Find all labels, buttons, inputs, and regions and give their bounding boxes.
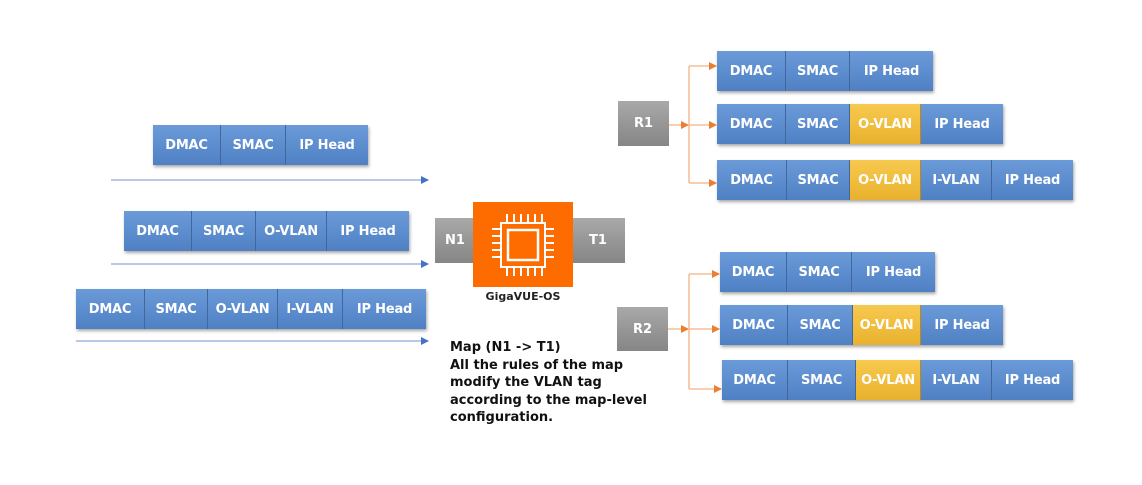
field-ip-head: IP Head <box>286 125 368 165</box>
r1-egress-packet-untagged: DMAC SMAC IP Head <box>717 51 933 91</box>
field-o-vlan: O-VLAN <box>208 289 278 329</box>
field-smac: SMAC <box>786 51 850 91</box>
field-o-vlan: O-VLAN <box>256 211 327 251</box>
field-o-vlan-modified: O-VLAN <box>853 305 921 345</box>
r1-egress-packet-single-tagged: DMAC SMAC O-VLAN IP Head <box>717 104 1003 144</box>
field-ip-head: IP Head <box>343 289 426 329</box>
field-i-vlan: I-VLAN <box>921 160 992 200</box>
network-port-n1: N1 <box>435 218 475 263</box>
ingress-packet-single-tagged: DMAC SMAC O-VLAN IP Head <box>124 211 409 251</box>
field-i-vlan: I-VLAN <box>921 360 992 400</box>
field-dmac: DMAC <box>717 160 787 200</box>
field-smac: SMAC <box>787 160 850 200</box>
note-line: modify the VLAN tag <box>450 375 602 390</box>
field-i-vlan: I-VLAN <box>278 289 343 329</box>
rule-r1: R1 <box>618 101 669 146</box>
field-smac: SMAC <box>221 125 286 165</box>
field-dmac: DMAC <box>124 211 192 251</box>
r2-egress-packet-untagged: DMAC SMAC IP Head <box>720 252 935 292</box>
ingress-packet-untagged: DMAC SMAC IP Head <box>153 125 368 165</box>
field-smac: SMAC <box>145 289 208 329</box>
r1-egress-packet-double-tagged: DMAC SMAC O-VLAN I-VLAN IP Head <box>717 160 1073 200</box>
note-line: configuration. <box>450 410 554 425</box>
note-line: according to the map-level <box>450 392 647 408</box>
field-smac: SMAC <box>786 104 850 144</box>
field-ip-head: IP Head <box>327 211 409 251</box>
note-line: All the rules of the map <box>450 357 624 373</box>
cpu-chip-icon <box>492 213 554 276</box>
map-title: Map (N1 -> T1) <box>450 340 561 355</box>
field-dmac: DMAC <box>720 252 787 292</box>
field-ip-head: IP Head <box>921 104 1003 144</box>
field-dmac: DMAC <box>153 125 221 165</box>
field-ip-head: IP Head <box>852 252 935 292</box>
rule-r2: R2 <box>617 307 668 351</box>
map-description: Map (N1 -> T1) All the rules of the map … <box>450 339 680 427</box>
field-dmac: DMAC <box>720 305 788 345</box>
field-smac: SMAC <box>788 305 853 345</box>
gigavue-device <box>473 202 573 287</box>
field-smac: SMAC <box>788 360 856 400</box>
ingress-packet-double-tagged: DMAC SMAC O-VLAN I-VLAN IP Head <box>76 289 426 329</box>
field-o-vlan-modified: O-VLAN <box>856 360 921 400</box>
r2-egress-packet-double-tagged: DMAC SMAC O-VLAN I-VLAN IP Head <box>722 360 1073 400</box>
field-smac: SMAC <box>192 211 256 251</box>
field-o-vlan-modified: O-VLAN <box>850 104 921 144</box>
r2-egress-packet-single-tagged: DMAC SMAC O-VLAN IP Head <box>720 305 1003 345</box>
field-o-vlan-modified: O-VLAN <box>850 160 921 200</box>
field-ip-head: IP Head <box>921 305 1003 345</box>
field-ip-head: IP Head <box>850 51 933 91</box>
field-dmac: DMAC <box>722 360 788 400</box>
field-dmac: DMAC <box>717 104 786 144</box>
field-ip-head: IP Head <box>992 160 1073 200</box>
field-dmac: DMAC <box>76 289 145 329</box>
field-smac: SMAC <box>787 252 852 292</box>
device-label: GigaVUE-OS <box>485 290 561 303</box>
field-ip-head: IP Head <box>992 360 1073 400</box>
field-dmac: DMAC <box>717 51 786 91</box>
tool-port-t1: T1 <box>571 218 625 263</box>
